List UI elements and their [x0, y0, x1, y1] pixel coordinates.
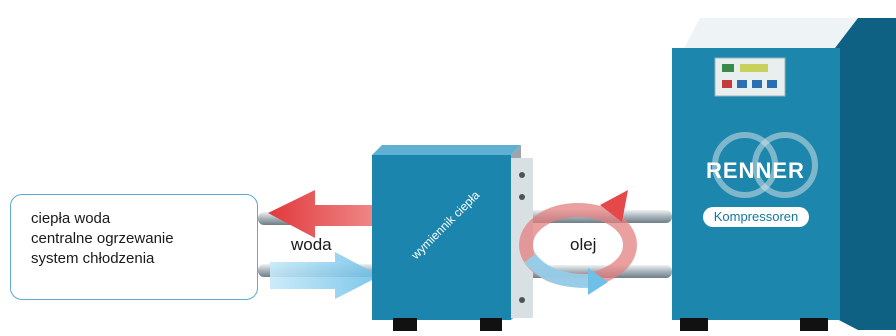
use-cooling-system: system chłodzenia: [31, 250, 155, 267]
oil-cold-arrowhead: [588, 268, 608, 295]
use-hot-water: ciepła woda: [31, 210, 111, 227]
use-central-heating: centralne ogrzewanie: [31, 230, 174, 247]
heat-exchanger: [372, 145, 533, 331]
water-label: woda: [291, 235, 332, 254]
water-uses-box: ciepła woda centralne ogrzewanie system …: [10, 194, 258, 300]
compressor-subbrand: Kompressoren: [703, 207, 809, 227]
oil-label: olej: [570, 235, 597, 254]
oil-cold-segment: [524, 253, 591, 289]
compressor: [672, 18, 896, 331]
compressor-brand-logo: RENNER: [706, 158, 805, 183]
oil-hot-arrowhead: [600, 190, 628, 222]
cold-water-arrow: [270, 252, 380, 299]
hot-water-arrow: [268, 190, 378, 238]
